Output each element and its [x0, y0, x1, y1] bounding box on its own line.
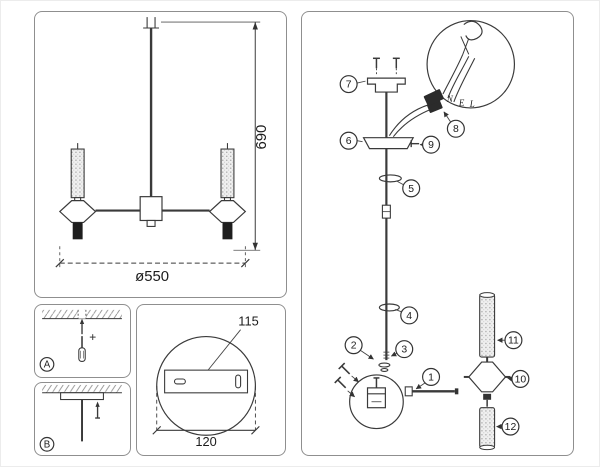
supply-wires — [388, 104, 433, 138]
ring-lower — [378, 303, 400, 312]
svg-text:6: 6 — [346, 136, 352, 147]
wiring-detail-circle — [426, 19, 516, 109]
anchor-screw — [79, 318, 85, 335]
screwdriver-icon — [78, 336, 86, 362]
outer-dimension — [152, 385, 260, 435]
svg-text:5: 5 — [408, 184, 414, 195]
svg-text:7: 7 — [346, 80, 352, 91]
glass-shade-lower — [479, 407, 496, 451]
exploded-assembly-panel: N E L 1 2 3 4 — [301, 11, 574, 456]
step-b-label: B — [44, 440, 50, 451]
terminal-block — [423, 89, 444, 106]
svg-text:11: 11 — [508, 336, 519, 347]
right-slot — [235, 374, 242, 389]
step-b-badge — [39, 436, 55, 452]
wire-labels: N E L — [446, 94, 475, 109]
ceiling-drill-step-panel: A — [34, 304, 131, 378]
socket-detail-circle — [349, 374, 404, 430]
cable-hook — [460, 20, 483, 55]
assembly-drawing: N E L 1 2 3 4 — [334, 19, 530, 451]
svg-text:1: 1 — [428, 372, 434, 383]
svg-text:2: 2 — [351, 341, 357, 352]
svg-text:3: 3 — [401, 345, 407, 356]
center-hub — [139, 196, 163, 222]
left-lamp — [58, 143, 97, 240]
callout-11: 11 — [497, 331, 523, 350]
callout-9: 9 — [419, 135, 441, 154]
wire-label-n: N — [446, 94, 454, 104]
dim-slot-label: 115 — [238, 314, 258, 329]
left-slot — [173, 378, 186, 385]
mounting-plate — [60, 392, 104, 401]
step-b-drawing: B — [39, 384, 122, 452]
dim-height-label: 690 — [254, 125, 270, 150]
canopy-fix-step-panel: B — [34, 382, 131, 456]
svg-text:12: 12 — [505, 422, 517, 433]
diamond-holder — [463, 361, 511, 393]
callout-5: 5 — [397, 179, 421, 198]
phillips-icon — [89, 334, 96, 341]
svg-text:4: 4 — [406, 311, 412, 322]
lamp-arm — [404, 386, 459, 397]
socket-screws — [334, 362, 359, 398]
washers — [378, 362, 391, 373]
mounting-screws — [372, 57, 400, 77]
mounting-bracket — [366, 77, 406, 93]
svg-text:9: 9 — [428, 140, 434, 151]
callout-3: 3 — [390, 340, 414, 359]
dim-outer-label: 120 — [195, 434, 216, 449]
ring-upper — [378, 174, 402, 183]
callout-8: 8 — [443, 111, 465, 138]
canopy-detail-drawing: 115 120 — [152, 314, 260, 449]
callout-12: 12 — [496, 417, 520, 436]
canopy-detail-panel: 115 120 — [136, 304, 286, 456]
callout-10: 10 — [507, 369, 530, 388]
callout-4: 4 — [395, 306, 419, 325]
front-view-panel: 690 ø550 — [34, 11, 287, 298]
wire-label-l: L — [469, 99, 475, 109]
canopy-cup — [362, 137, 415, 150]
ceiling-mount — [143, 17, 160, 29]
callout-2: 2 — [344, 336, 374, 360]
svg-text:10: 10 — [515, 374, 527, 385]
height-dimension — [160, 21, 261, 251]
keyhole-plate — [164, 369, 249, 394]
lamp-socket — [366, 377, 386, 409]
wire-label-e: E — [458, 98, 465, 108]
step-a-drawing: A — [39, 309, 122, 372]
svg-text:8: 8 — [453, 124, 459, 135]
step-a-badge — [39, 356, 55, 372]
detail-wires — [442, 54, 476, 103]
callout-1: 1 — [415, 367, 441, 390]
dim-diameter-label: ø550 — [135, 269, 169, 285]
diameter-dimension — [55, 246, 250, 269]
glass-shade-upper — [479, 292, 496, 358]
callout-7: 7 — [339, 75, 366, 94]
step-a-label: A — [44, 360, 51, 371]
front-view-drawing: 690 ø550 — [55, 17, 270, 285]
right-lamp — [208, 143, 247, 240]
ceiling-hatch — [42, 384, 122, 393]
canopy-screw — [410, 140, 420, 148]
callout-6: 6 — [339, 131, 363, 150]
plate-screw — [95, 401, 101, 419]
